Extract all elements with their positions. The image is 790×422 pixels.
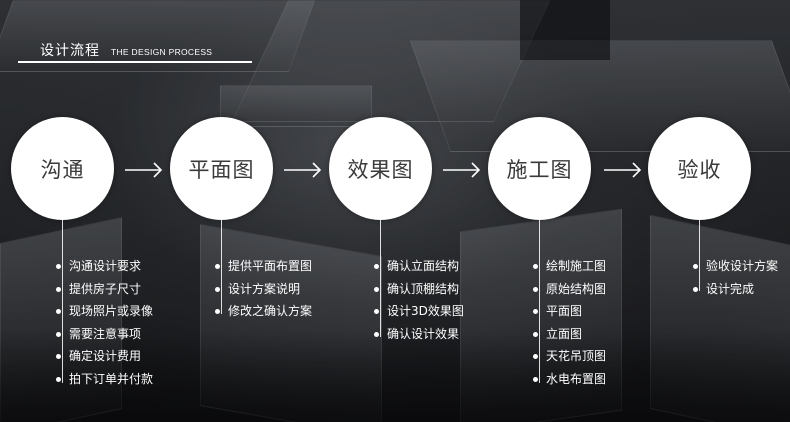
step-circle-floor-plan: 平面图 [170,117,273,220]
bullet-icon [56,286,61,292]
list-item: 确认立面结构 [374,258,464,281]
list-item: 验收设计方案 [693,258,779,281]
list-item-label: 设计完成 [706,281,755,296]
list-item: 修改之确认方案 [215,303,313,326]
bullet-icon [56,376,61,382]
list-item: 绘制施工图 [533,258,607,281]
connector-line [539,220,540,383]
step-circle-communicate: 沟通 [11,117,114,220]
list-item: 确认顶棚结构 [374,281,464,304]
list-item: 设计3D效果图 [374,303,464,326]
bullet-icon [56,354,61,360]
bullet-icon [56,309,61,315]
arrow-right-icon [284,162,322,178]
step-title: 施工图 [506,157,573,182]
section-subtitle: THE DESIGN PROCESS [111,47,213,57]
list-item: 立面图 [533,326,606,349]
list-item: 沟通设计要求 [56,258,153,281]
section-title: 设计流程 [40,43,100,59]
list-item-label: 提供房子尺寸 [69,281,142,296]
list-item-label: 确定设计费用 [69,349,142,364]
arrow-right-icon [443,162,481,178]
list-item: 原始结构图 [533,281,607,304]
bullet-icon [374,331,379,337]
bg-wall [220,85,372,127]
step-circle-construction: 施工图 [488,117,591,220]
list-item-label: 拍下订单并付款 [69,371,154,386]
list-item-label: 验收设计方案 [706,259,779,273]
step-detail-list-floor-plan: 提供平面布置图 设计方案说明 修改之确认方案 [215,258,313,326]
step-detail-list-communicate: 沟通设计要求 提供房子尺寸 现场照片或录像 需要注意事项 确定设计费用 拍下订单… [56,258,154,394]
bullet-icon [533,331,538,337]
list-item: 提供平面布置图 [215,258,313,281]
step-title: 沟通 [40,157,85,182]
list-item-label: 设计3D效果图 [387,304,464,319]
bullet-icon [693,286,698,292]
list-item: 水电布置图 [533,371,607,394]
bullet-icon [533,264,538,269]
list-item-label: 确认立面结构 [387,259,460,273]
bullet-icon [215,264,220,269]
bullet-icon [374,264,379,269]
arrow-right-icon [604,162,642,178]
list-item: 设计完成 [693,281,778,304]
arrow-right-icon [125,162,163,178]
bullet-icon [215,286,220,292]
bullet-icon [374,286,379,292]
list-item: 需要注意事项 [56,326,153,349]
list-item: 提供房子尺寸 [56,281,153,304]
list-item-label: 绘制施工图 [546,259,607,273]
list-item: 设计方案说明 [215,281,312,304]
step-title: 平面图 [188,157,255,182]
bg-shadow [520,0,610,60]
step-circle-acceptance: 验收 [648,117,751,220]
bullet-icon [215,309,220,315]
list-item-label: 天花吊顶图 [546,349,607,364]
step-circle-rendering: 效果图 [329,117,432,220]
bullet-icon [56,264,61,269]
step-detail-list-construction: 绘制施工图 原始结构图 平面图 立面图 天花吊顶图 水电布置图 [533,258,607,394]
bullet-icon [56,331,61,337]
list-item-label: 沟通设计要求 [69,259,142,273]
list-item: 平面图 [533,303,606,326]
list-item-label: 立面图 [546,326,583,341]
list-item: 拍下订单并付款 [56,371,154,394]
list-item-label: 需要注意事项 [69,326,142,341]
step-detail-list-acceptance: 验收设计方案 设计完成 [693,258,779,304]
connector-line [62,220,63,383]
list-item: 现场照片或录像 [56,303,154,326]
list-item: 天花吊顶图 [533,348,607,371]
list-item-label: 原始结构图 [546,281,607,296]
bullet-icon [533,376,538,382]
list-item-label: 设计方案说明 [228,281,301,296]
connector-line [699,220,700,291]
bullet-icon [374,309,379,315]
list-item-label: 修改之确认方案 [228,304,313,319]
connector-line [221,220,222,314]
list-item-label: 确认顶棚结构 [387,281,460,296]
list-item-label: 水电布置图 [546,371,607,386]
header-underline [18,61,252,63]
bullet-icon [693,264,698,269]
bg-shadow [0,330,790,422]
bullet-icon [533,354,538,360]
list-item: 确定设计费用 [56,348,153,371]
connector-line [380,220,381,337]
bullet-icon [533,309,538,315]
bullet-icon [533,286,538,292]
step-detail-list-rendering: 确认立面结构 确认顶棚结构 设计3D效果图 确认设计效果 [374,258,464,349]
step-title: 验收 [677,157,722,182]
list-item-label: 提供平面布置图 [228,259,313,273]
step-title: 效果图 [347,157,414,182]
list-item-label: 平面图 [546,304,583,319]
list-item-label: 现场照片或录像 [69,304,154,319]
list-item-label: 确认设计效果 [387,326,460,341]
list-item: 确认设计效果 [374,326,464,349]
